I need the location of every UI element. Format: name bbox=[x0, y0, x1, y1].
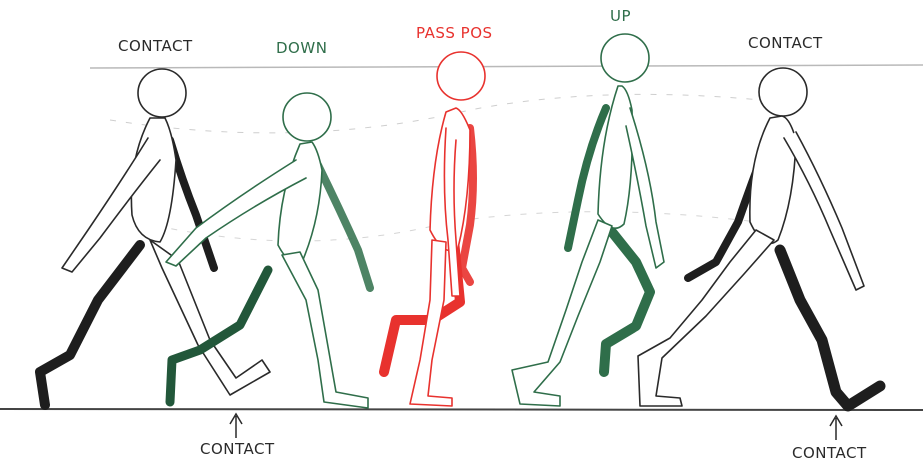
contact-arrow-left bbox=[230, 414, 242, 438]
front-leg bbox=[512, 220, 612, 406]
front-leg bbox=[282, 252, 368, 408]
head bbox=[437, 52, 485, 100]
label-contact-left: CONTACT bbox=[118, 37, 193, 55]
back-arm bbox=[318, 165, 370, 288]
label-contact-right: CONTACT bbox=[748, 34, 823, 52]
back-leg bbox=[40, 245, 140, 405]
front-arm bbox=[784, 132, 864, 290]
label-up: UP bbox=[610, 7, 631, 25]
figure-contact-right bbox=[638, 68, 880, 406]
figure-down bbox=[166, 93, 370, 408]
front-arm bbox=[626, 108, 664, 268]
label-contact-marker-left: CONTACT bbox=[200, 440, 275, 458]
ground-line bbox=[0, 409, 923, 410]
torso bbox=[750, 116, 796, 243]
contact-arrow-right bbox=[830, 416, 842, 440]
head bbox=[601, 34, 649, 82]
label-down: DOWN bbox=[276, 39, 327, 57]
figure-up bbox=[512, 34, 664, 406]
back-leg bbox=[780, 250, 880, 406]
head bbox=[759, 68, 807, 116]
head bbox=[138, 69, 186, 117]
back-leg bbox=[604, 232, 650, 372]
contact-markers bbox=[230, 414, 842, 440]
bob-guide-line bbox=[110, 94, 760, 132]
head bbox=[283, 93, 331, 141]
head-height-guide-line bbox=[90, 65, 923, 68]
figure-contact-left bbox=[40, 69, 270, 405]
figure-passing-position bbox=[384, 52, 485, 406]
label-passing-position: PASS POS bbox=[416, 24, 493, 42]
label-contact-marker-right: CONTACT bbox=[792, 444, 867, 462]
torso bbox=[278, 142, 322, 263]
